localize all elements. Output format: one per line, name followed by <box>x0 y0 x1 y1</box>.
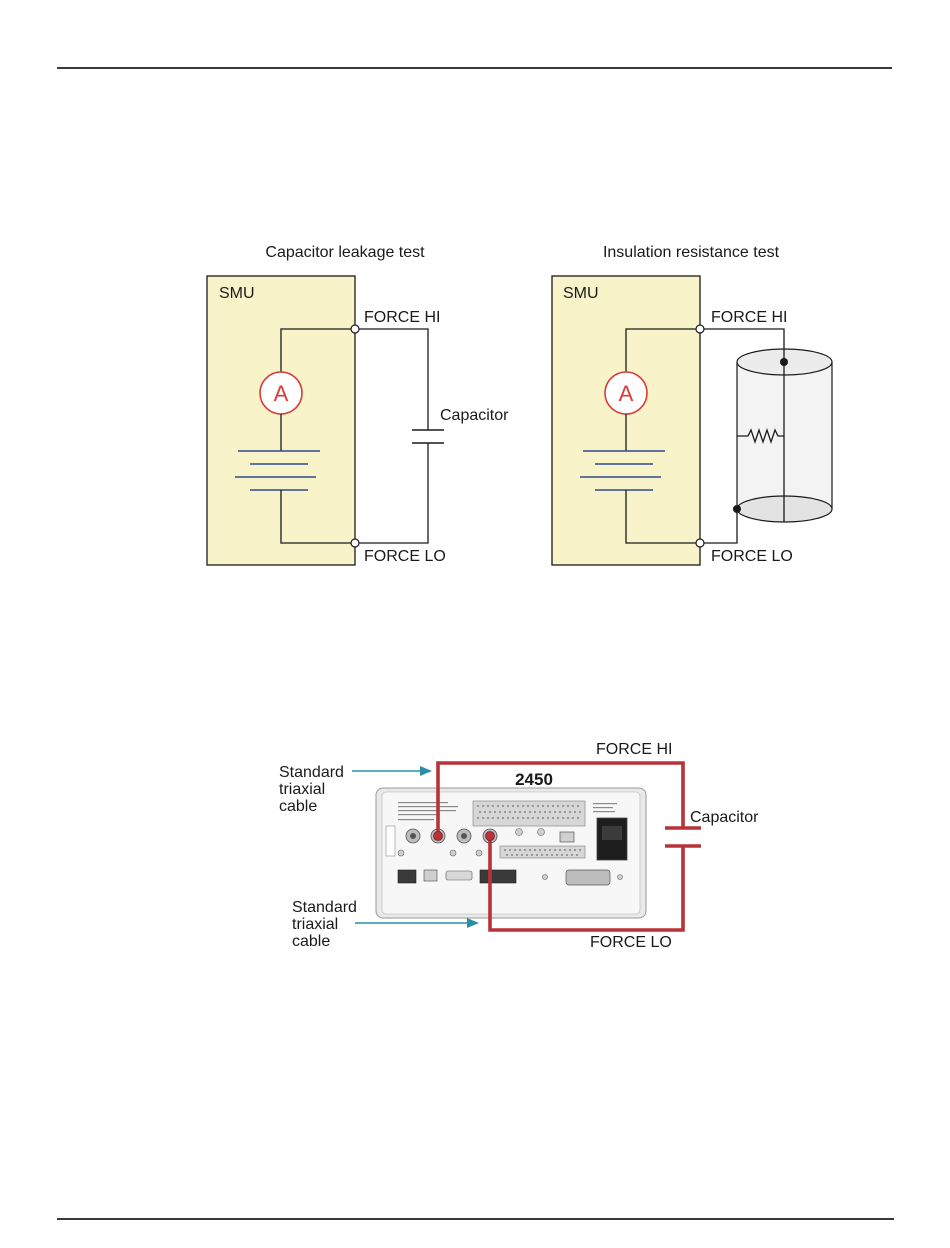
right-panel-title: Insulation resistance test <box>603 244 780 261</box>
gpib-port <box>566 870 610 885</box>
conductor-node <box>780 358 788 366</box>
tsp-link-ports <box>480 870 516 883</box>
cable-callout-bottom: Standard triaxial cable <box>292 899 361 950</box>
rear-panel-wiring-diagram: 2450 FORCE HI FORCE LO Capacitor Standar… <box>279 741 759 951</box>
shield-node <box>733 505 741 513</box>
lan-port <box>398 870 416 883</box>
capacitor-leakage-diagram: Capacitor leakage test SMU A Capacitor F… <box>207 244 509 565</box>
triax-jack-sense-hi <box>406 829 420 843</box>
ammeter-label-left: A <box>274 381 289 406</box>
smu-label-left: SMU <box>219 285 255 302</box>
left-panel-title: Capacitor leakage test <box>265 244 425 261</box>
force-lo-label-bottom: FORCE LO <box>590 934 672 951</box>
model-number: 2450 <box>515 770 553 789</box>
capacitor-label-bottom: Capacitor <box>690 809 759 826</box>
fan-grille-top <box>473 801 585 826</box>
insulation-resistance-diagram: Insulation resistance test SMU A <box>552 244 832 565</box>
cable-callout-top: Standard triaxial cable <box>279 764 348 815</box>
force-lo-label-right: FORCE LO <box>711 548 793 565</box>
interlock-connector <box>560 832 574 842</box>
force-hi-terminal-right <box>696 325 704 333</box>
force-hi-label-bottom: FORCE HI <box>596 741 672 758</box>
capacitor-label-left: Capacitor <box>440 407 509 424</box>
force-hi-label-right: FORCE HI <box>711 309 787 326</box>
instrument-rear-panel <box>376 788 646 918</box>
digital-io-port <box>446 871 472 880</box>
force-hi-terminal-left <box>351 325 359 333</box>
ammeter-label-right: A <box>619 381 634 406</box>
serial-label <box>386 826 395 856</box>
usb-port <box>424 870 437 881</box>
smu-label-right: SMU <box>563 285 599 302</box>
force-lo-terminal-right <box>696 539 704 547</box>
force-lo-terminal-left <box>351 539 359 547</box>
force-hi-label-left: FORCE HI <box>364 309 440 326</box>
triax-jack-sense-lo <box>457 829 471 843</box>
force-lo-label-left: FORCE LO <box>364 548 446 565</box>
fan-grille-bottom <box>500 846 585 858</box>
